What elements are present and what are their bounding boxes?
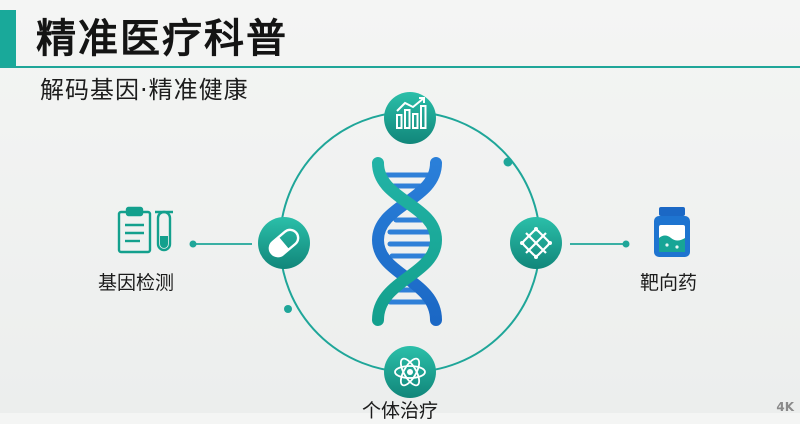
label-targeted-drug: 靶向药 bbox=[640, 272, 698, 294]
page-title: 精准医疗科普 bbox=[36, 16, 288, 62]
ring-dot bbox=[284, 305, 292, 313]
page-subtitle: 解码基因·精准健康 bbox=[40, 76, 249, 104]
title-divider bbox=[0, 66, 800, 68]
label-gene-testing: 基因检测 bbox=[98, 272, 175, 294]
watermark: 4K bbox=[776, 400, 794, 414]
clipboard-test-tube-icon bbox=[117, 206, 173, 254]
title-accent-bar bbox=[0, 10, 16, 66]
left-connector-dot bbox=[189, 240, 197, 248]
label-individual-treatment: 个体治疗 bbox=[361, 400, 438, 422]
dna-helix-icon bbox=[371, 157, 443, 326]
ring-dot bbox=[503, 157, 513, 167]
right-connector-dot bbox=[622, 240, 630, 248]
precision-medicine-diagram bbox=[117, 92, 690, 398]
capsule-icon bbox=[258, 217, 310, 269]
bar-chart-icon bbox=[384, 92, 436, 144]
medicine-bottle-icon bbox=[654, 207, 690, 257]
dna-cross-icon bbox=[510, 217, 562, 269]
atom-icon bbox=[384, 346, 436, 398]
